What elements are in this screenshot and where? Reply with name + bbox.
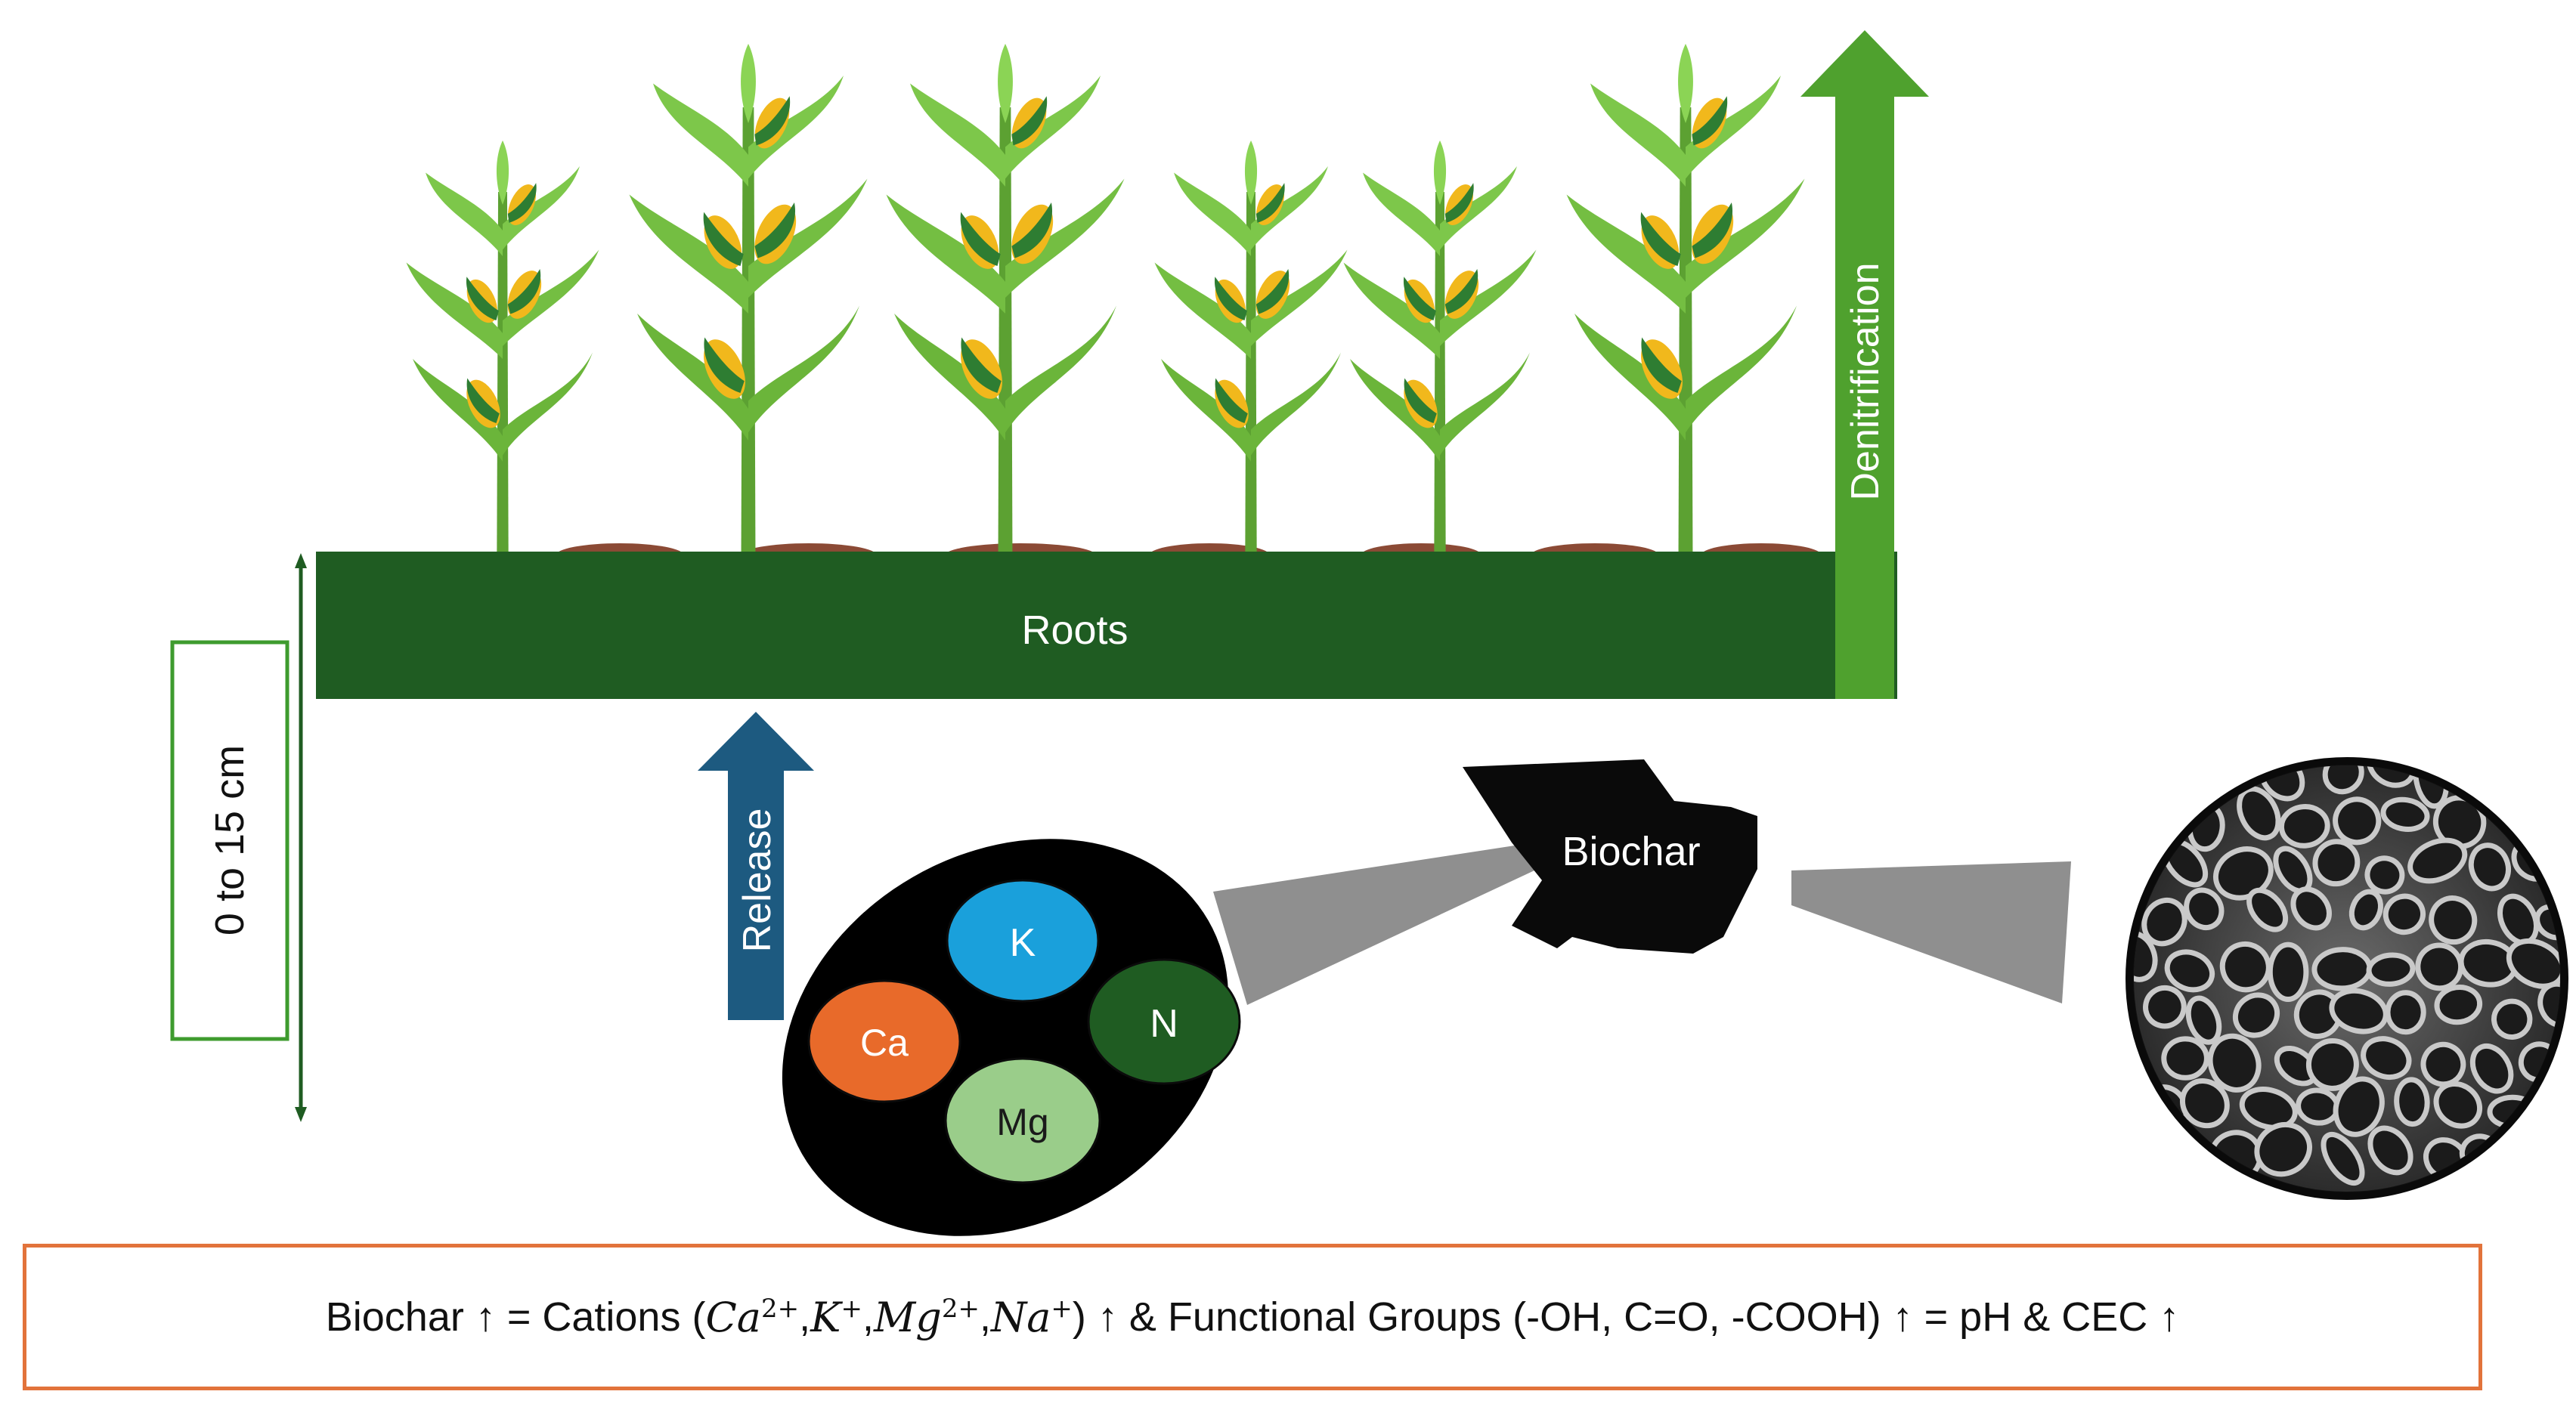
nutrient-ca: Ca (807, 979, 961, 1103)
sem-pore (2469, 1043, 2514, 1094)
biochar-label: Biochar (1562, 829, 1700, 874)
sem-pore (2434, 984, 2483, 1025)
sem-pore (2141, 897, 2187, 947)
sem-pore (2207, 1033, 2262, 1093)
denitrification-label: Denitrification (1844, 262, 1887, 500)
sem-pore (2290, 886, 2332, 931)
biochar-piece (1463, 759, 1757, 954)
sem-pore (2184, 887, 2225, 931)
formula-text-end: ) ↑ & Functional Groups (-OH, C=O, -COOH… (1072, 1294, 2180, 1340)
maize-plant-icon (1566, 44, 1805, 552)
sem-pore (2311, 947, 2373, 991)
roots-label: Roots (1021, 608, 1128, 653)
sem-pore (2246, 887, 2289, 932)
formula-box: Biochar ↑ = Cations (Ca2+,K+,Mg2+,Na+) ↑… (23, 1244, 2482, 1390)
sem-pore (2366, 765, 2417, 788)
maize-plant-icon (1154, 140, 1348, 552)
zoom-cone-right (1791, 861, 2071, 1003)
sem-pore (2420, 1041, 2466, 1087)
zoom-cone-left (1213, 843, 1534, 1005)
maize-plant-icon (406, 140, 599, 552)
sem-pore (2329, 988, 2389, 1034)
release-label: Release (735, 809, 779, 953)
nutrient-k-label: K (1010, 921, 1036, 965)
sem-pore (2322, 765, 2364, 795)
release-arrow: Release (698, 712, 814, 1020)
depth-arrow (295, 553, 307, 1122)
sem-pore (2385, 990, 2426, 1035)
soil-layer (316, 552, 1897, 699)
sem-pore (2267, 941, 2309, 1003)
sem-pore (2161, 1036, 2209, 1081)
sem-pore (2433, 1081, 2483, 1129)
nutrient-ca-label: Ca (860, 1022, 909, 1064)
ion-ca: Ca2+ (705, 1293, 800, 1341)
sem-pore (2364, 855, 2405, 895)
maize-plant-icon (1343, 140, 1537, 552)
maize-plant-icon (629, 44, 868, 552)
sem-pore (2415, 942, 2464, 991)
nutrient-n-label: N (1150, 1002, 1178, 1046)
ion-mg: Mg2+ (873, 1293, 980, 1341)
sem-pore (2506, 938, 2560, 989)
formula-text-start: Biochar ↑ = Cations ( (325, 1294, 706, 1340)
sem-pore (2361, 1036, 2412, 1081)
sem-pore (2382, 893, 2426, 935)
nutrient-k: K (946, 879, 1100, 1003)
sem-pore (2179, 1078, 2230, 1129)
sem-pore (2380, 796, 2430, 833)
depth-label: 0 to 15 cm (207, 745, 252, 935)
sem-pore (2491, 998, 2533, 1040)
sem-pore (2333, 796, 2382, 846)
sem-pore (2143, 985, 2187, 1029)
sem-pore (2164, 949, 2215, 993)
sem-pore (2239, 1087, 2298, 1130)
sem-pore (2232, 992, 2280, 1038)
nutrient-mg: Mg (944, 1057, 1101, 1184)
sem-pore (2348, 889, 2383, 931)
nutrient-pool (782, 839, 1229, 1236)
sem-pore (2321, 1131, 2365, 1186)
sem-pore (2254, 1121, 2312, 1177)
depth-box (170, 640, 289, 1041)
nutrient-n: N (1087, 958, 1241, 1085)
ion-na: Na+ (990, 1293, 1073, 1341)
denitrification-arrow: Denitrification (1800, 30, 1929, 699)
sem-pore (2367, 1125, 2413, 1176)
sem-pore (2134, 930, 2158, 982)
sem-pore (2394, 1077, 2430, 1127)
sem-pore (2312, 839, 2361, 887)
sem-pore (2407, 837, 2468, 884)
maize-plant-icon (886, 44, 1125, 552)
sem-pore (2366, 952, 2416, 987)
sem-pore (2429, 895, 2478, 945)
biochar-sem-image (2126, 757, 2568, 1200)
sem-pore (2278, 804, 2330, 849)
sem-pore (2293, 989, 2343, 1039)
ion-k: K+ (810, 1293, 862, 1341)
sem-pore (2185, 995, 2222, 1045)
sem-pore (2333, 1076, 2385, 1137)
sem-pore (2219, 941, 2271, 993)
sem-pore (2468, 843, 2511, 892)
nutrient-mg-label: Mg (996, 1101, 1048, 1143)
maize-plants (406, 44, 1805, 552)
